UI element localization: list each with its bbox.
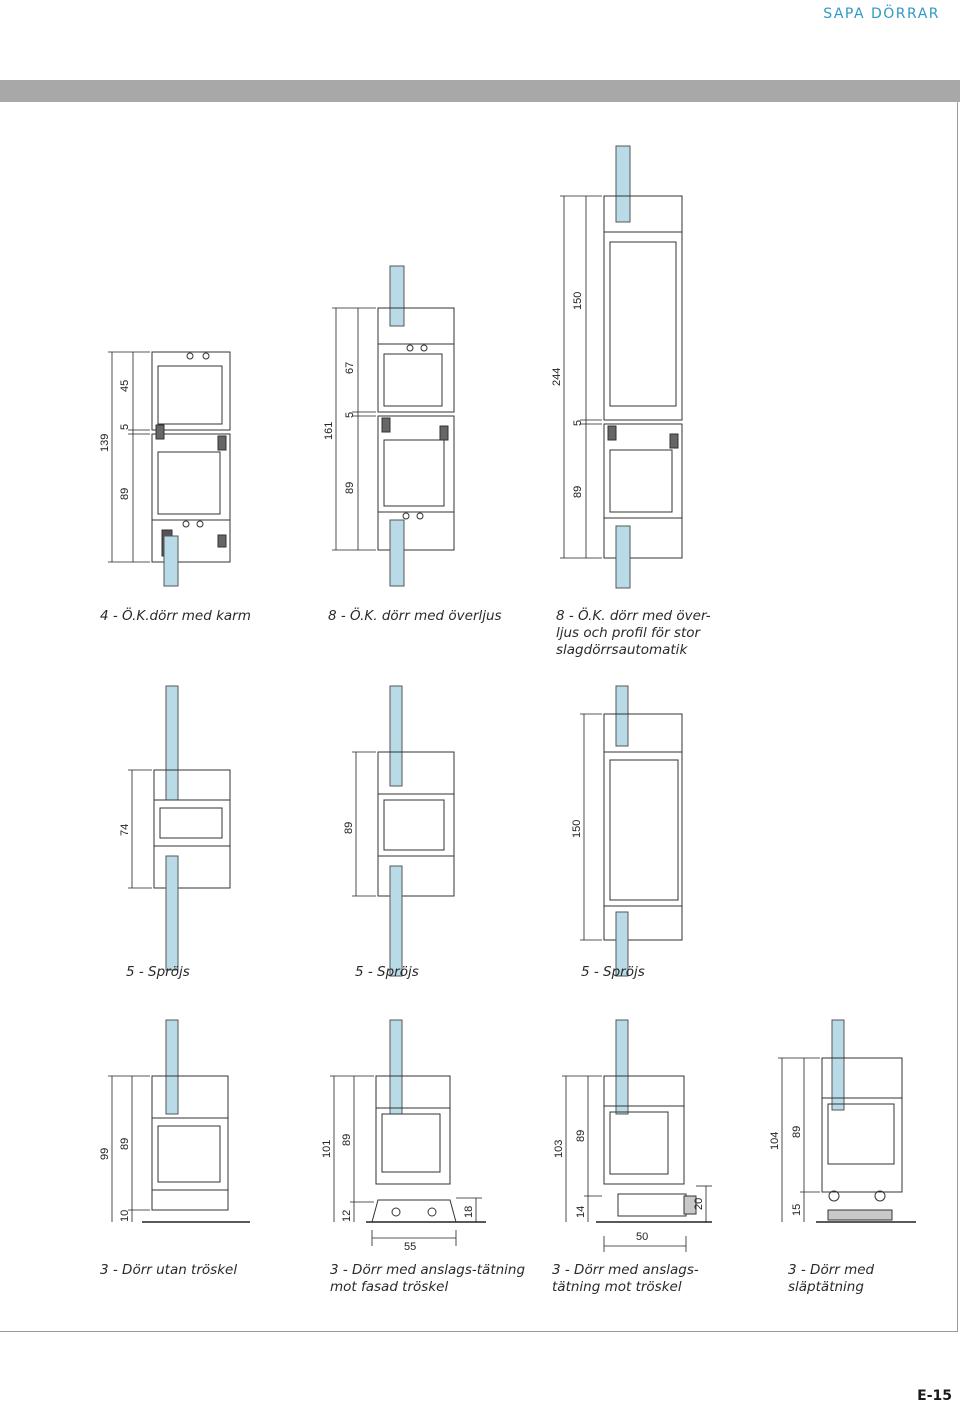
dim-r3-3-89: 89 <box>575 1130 587 1142</box>
drawing-door-with-transom <box>377 265 455 587</box>
frame-border-bottom <box>0 1331 958 1332</box>
dim-r3-2-89: 89 <box>341 1134 353 1146</box>
dim-r3-2-55: 55 <box>404 1241 416 1253</box>
drawing-door-with-frame <box>151 351 231 587</box>
caption-door-with-transom: 8 - Ö.K. dörr med överljus <box>328 608 502 624</box>
dim-r3-3-50: 50 <box>636 1231 648 1243</box>
caption-muntin-3: 5 - Spröjs <box>581 964 645 980</box>
drawing-door-facade-threshold <box>371 1019 457 1223</box>
dim-2-89: 89 <box>344 482 356 494</box>
drawing-muntin-1 <box>153 685 231 971</box>
dim-r3-2-12: 12 <box>341 1210 353 1222</box>
header-band <box>0 80 960 102</box>
dim-muntin-2: 89 <box>343 822 355 834</box>
dim-2-67: 67 <box>344 362 356 374</box>
dim-2-161: 161 <box>323 422 335 440</box>
dim-r3-2-101: 101 <box>321 1140 333 1158</box>
caption-door-with-frame: 4 - Ö.K.dörr med karm <box>100 608 251 624</box>
caption-muntin-2: 5 - Spröjs <box>355 964 419 980</box>
dim-r3-1-89: 89 <box>119 1138 131 1150</box>
dim-r3-4-15: 15 <box>791 1204 803 1216</box>
dim-1-45: 45 <box>119 380 131 392</box>
page-number: E-15 <box>917 1388 952 1404</box>
frame-border-right <box>957 102 958 1332</box>
caption-door-drop-seal: 3 - Dörr med släptätning <box>788 1262 875 1295</box>
dim-3-150: 150 <box>572 292 584 310</box>
drawing-muntin-3 <box>603 685 683 977</box>
drawing-door-threshold-seal <box>603 1019 697 1217</box>
dim-3-244: 244 <box>551 368 563 386</box>
dim-3-5: 5 <box>572 420 584 426</box>
brand-header: SAPA DÖRRAR <box>823 6 940 22</box>
drawing-door-no-threshold <box>151 1019 229 1211</box>
dim-2-5: 5 <box>344 412 356 418</box>
dim-r3-1-99: 99 <box>99 1148 111 1160</box>
dim-r3-3-20: 20 <box>693 1198 705 1210</box>
caption-door-with-transom-automatic: 8 - Ö.K. dörr med över- ljus och profil … <box>556 608 711 658</box>
dim-r3-2-18: 18 <box>463 1206 475 1218</box>
caption-muntin-1: 5 - Spröjs <box>126 964 190 980</box>
dim-3-89: 89 <box>572 486 584 498</box>
drawing-muntin-2 <box>377 685 455 977</box>
caption-door-facade-threshold: 3 - Dörr med anslags-tätning mot fasad t… <box>330 1262 526 1295</box>
caption-door-no-threshold: 3 - Dörr utan tröskel <box>100 1262 238 1278</box>
dim-muntin-3: 150 <box>571 820 583 838</box>
dim-r3-3-14: 14 <box>575 1206 587 1218</box>
dim-1-89: 89 <box>119 488 131 500</box>
dim-r3-3-103: 103 <box>553 1140 565 1158</box>
caption-door-threshold-seal: 3 - Dörr med anslags- tätning mot tröske… <box>552 1262 699 1295</box>
dim-1-139: 139 <box>99 434 111 452</box>
drawing-door-with-transom-automatic <box>603 145 683 589</box>
dim-r3-4-89: 89 <box>791 1126 803 1138</box>
dim-r3-1-10: 10 <box>119 1210 131 1222</box>
dim-1-5: 5 <box>119 424 131 430</box>
drawing-door-drop-seal <box>821 1019 903 1221</box>
dim-r3-4-104: 104 <box>769 1132 781 1150</box>
dim-muntin-1: 74 <box>119 824 131 836</box>
